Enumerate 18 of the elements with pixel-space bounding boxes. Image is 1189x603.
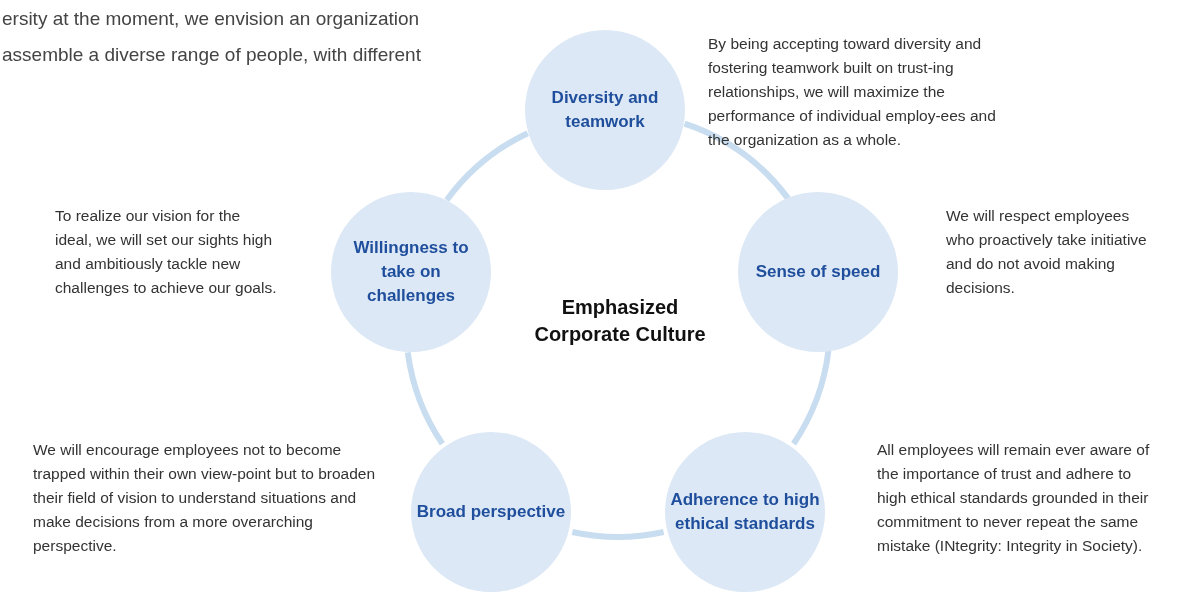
description-text: We will respect employees who proactively take initiative and do not avoid making decisions.: [946, 206, 1148, 298]
ring-arc: [404, 351, 445, 446]
description-text: We will encourage employees not to become trapped within their own view-point but to broaden their field of vision to understand situations and make decisions from a more overarching perspective.: [33, 440, 377, 556]
ring-arc: [791, 349, 832, 446]
description-text: All employees will remain ever aware of the importance of trust and adhere to high ethical standards grounded in their commitment to never repeat the same mistake (INtegrity: Integrity in Society).: [877, 440, 1151, 556]
ring-arc: [444, 130, 530, 202]
ring-arc: [683, 120, 791, 201]
description-text: To realize our vision for the ideal, we will set our sights high and ambitiously tackle new challenges to achieve our goals.: [55, 206, 278, 298]
description-text: By being accepting toward diversity and fostering teamwork built on trust-ing relationships, we will maximize the performance of individual employ-ees and the organization as a whole.: [708, 34, 997, 150]
node-label: Diversity and teamwork: [550, 87, 660, 133]
node-label: Broad perspective: [416, 501, 566, 523]
node-label: Sense of speed: [755, 261, 881, 283]
intro-text: ersity at the moment, we envision an organization: [2, 8, 420, 30]
ring-arc: [571, 529, 665, 540]
node-label: Willingness to take on challenges: [352, 237, 470, 307]
node-label: Adherence to high ethical standards: [670, 489, 820, 535]
intro-text: assemble a diverse range of people, with different: [2, 44, 421, 66]
center-title: Emphasized Corporate Culture: [533, 295, 707, 347]
